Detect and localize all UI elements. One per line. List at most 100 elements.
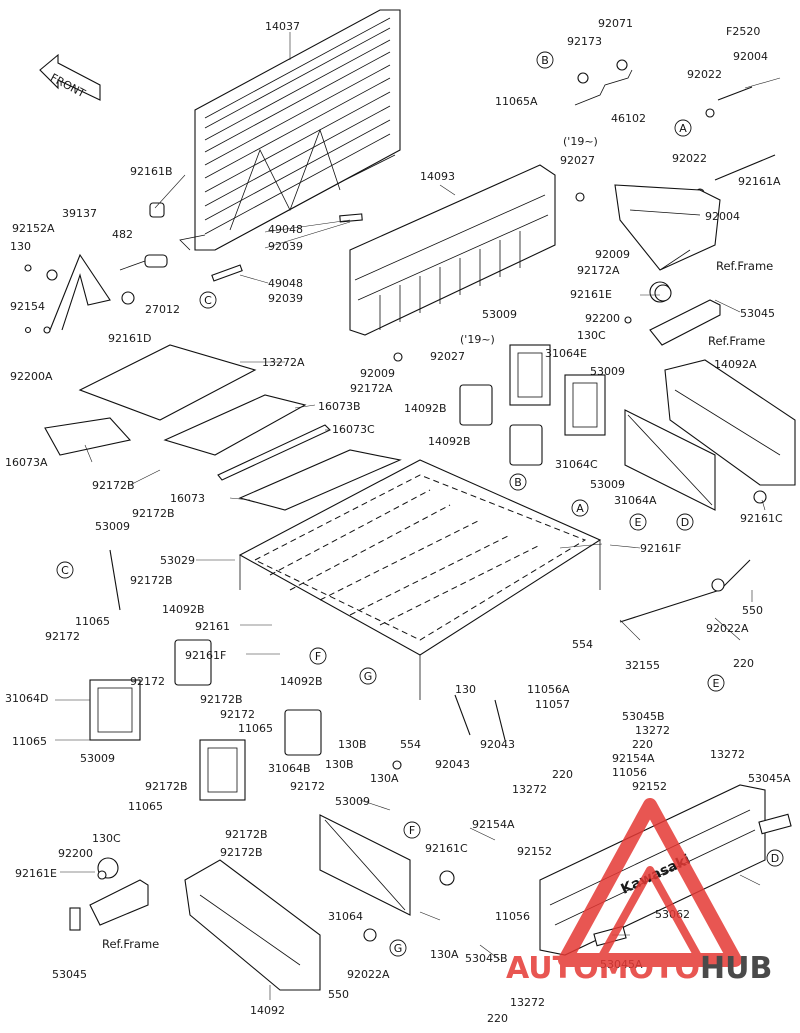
cap-92161c-upper: [753, 490, 767, 504]
svg-text:G: G: [364, 670, 373, 683]
label-92161e-a: 92161E: [570, 288, 612, 301]
side-frame-31064e: [509, 344, 551, 406]
svg-text:G: G: [394, 942, 403, 955]
label-53045-b: 53045: [52, 968, 87, 981]
circle-marker-b1: B: [536, 51, 554, 69]
bolt-92027: [575, 192, 585, 202]
side-cover-14092b-mid: [284, 709, 322, 756]
svg-text:C: C: [204, 294, 212, 307]
label-130: 130: [10, 240, 31, 253]
bolt-92027-b: [393, 352, 403, 362]
side-cover-14092b-top: [459, 384, 543, 466]
bolt-92154: [24, 326, 32, 334]
label-92161e-b: 92161E: [15, 867, 57, 880]
headache-rack-14037: [179, 9, 401, 251]
label-53045b-a: 53045B: [622, 710, 665, 723]
mat-16073a: [44, 417, 132, 456]
label-14092b-b: 14092B: [428, 435, 471, 448]
circle-marker-e1: E: [629, 513, 647, 531]
label-92161d: 92161D: [108, 332, 151, 345]
label-13272-b: 13272: [710, 748, 745, 761]
label-ref-frame-2: Ref.Frame: [708, 334, 765, 348]
side-cover-14092: [184, 859, 321, 991]
label-13272-d: 13272: [510, 996, 545, 1009]
circle-marker-e2: E: [707, 674, 725, 692]
label-220-b: 220: [632, 738, 653, 751]
label-11065-d: 11065: [128, 800, 163, 813]
label-13272a: 13272A: [262, 356, 305, 369]
label-130b-a: 130B: [338, 738, 367, 751]
label-130b-b: 130B: [325, 758, 354, 771]
label-92172-c: 92172: [220, 708, 255, 721]
label-92152-b: 92152: [517, 845, 552, 858]
label-53009-a: 53009: [482, 308, 517, 321]
svg-text:D: D: [681, 516, 689, 529]
svg-text:B: B: [514, 476, 522, 489]
label-11056-b: 11056: [495, 910, 530, 923]
label-14037: 14037: [265, 20, 300, 33]
label-92022a-a: 92022A: [706, 622, 749, 635]
label-220-d: 220: [487, 1012, 508, 1025]
label-92004-a: 92004: [733, 50, 768, 63]
label-92161: 92161: [195, 620, 230, 633]
label-53029: 53029: [160, 554, 195, 567]
label-220-a: 220: [733, 657, 754, 670]
circle-marker-c1: C: [199, 291, 217, 309]
label-31064b: 31064B: [268, 762, 311, 775]
label-92200-b: 92200: [58, 847, 93, 860]
label-482: 482: [112, 228, 133, 241]
bracket-27012: [119, 254, 168, 271]
label-92172b-d: 92172B: [200, 693, 243, 706]
label-16073b: 16073B: [318, 400, 361, 413]
label-53009-c: 53009: [590, 478, 625, 491]
label-92200a: 92200A: [10, 370, 53, 383]
label-49048-b: 49048: [268, 277, 303, 290]
label-92161f-a: 92161F: [640, 542, 681, 555]
strip-49048-a: [339, 213, 363, 223]
circle-marker-g1: G: [359, 667, 377, 685]
mat-16073: [238, 449, 402, 511]
label-92154: 92154: [10, 300, 45, 313]
label-49048-a: 49048: [268, 223, 303, 236]
label-92152a: 92152A: [12, 222, 55, 235]
label-92161c-a: 92161C: [740, 512, 783, 525]
label-13272-c: 13272: [512, 783, 547, 796]
bolt-130c: [624, 316, 632, 324]
side-frame-31064d: [89, 679, 141, 741]
svg-text:B: B: [541, 54, 549, 67]
label-92161c-b: 92161C: [425, 842, 468, 855]
label-92009-a: 92009: [595, 248, 630, 261]
label-92172-b: 92172: [130, 675, 165, 688]
washer-92022a-lower: [363, 928, 377, 942]
label-130c-a: 130C: [577, 329, 606, 342]
rod-32155: [619, 589, 721, 623]
washer-92200a: [43, 326, 51, 334]
label-53045-a: 53045: [740, 307, 775, 320]
svg-text:A: A: [679, 122, 687, 135]
label-92022-b: 92022: [672, 152, 707, 165]
label-53009-e: 53009: [80, 752, 115, 765]
bolt-130: [24, 264, 32, 272]
label-92022-a: 92022: [687, 68, 722, 81]
label-39137: 39137: [62, 207, 97, 220]
watermark-text-part1: AUTOMOTO: [506, 951, 700, 986]
washer-92022a-upper: [711, 578, 725, 592]
label-92152-a: 92152: [632, 780, 667, 793]
label-92004-b: 92004: [705, 210, 740, 223]
label-11056-a: 11056: [612, 766, 647, 779]
label-53045b-b: 53045B: [465, 952, 508, 965]
label-550-b: 550: [328, 988, 349, 1001]
label-31064d: 31064D: [5, 692, 48, 705]
label-92172b-g: 92172B: [220, 846, 263, 859]
label-92172a-b: 92172A: [350, 382, 393, 395]
bolt-92161b: [149, 202, 165, 218]
label-27012: 27012: [145, 303, 180, 316]
label-92172b-e: 92172B: [145, 780, 188, 793]
leader-lines: [55, 32, 781, 1000]
label-92161b: 92161B: [130, 165, 173, 178]
label-ref-frame-1: Ref.Frame: [716, 259, 773, 273]
label-92039-b: 92039: [268, 292, 303, 305]
label-11065-c: 11065: [12, 735, 47, 748]
label-92172-d: 92172: [290, 780, 325, 793]
